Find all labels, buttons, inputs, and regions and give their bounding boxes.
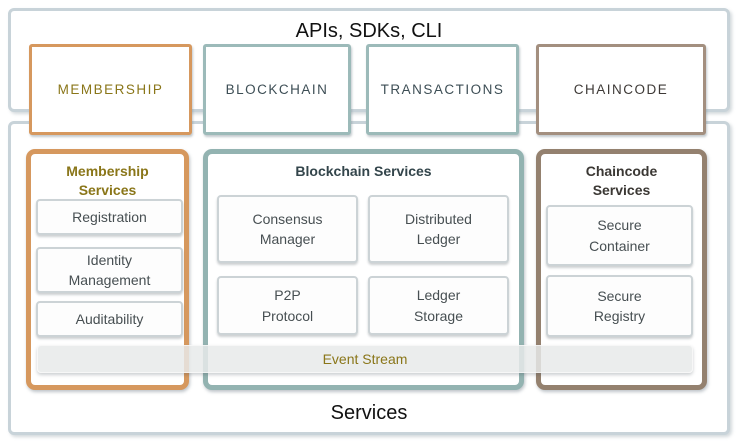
group-membership-services-title: Membership Services	[66, 163, 149, 198]
cell-identity-management: Identity Management	[36, 247, 183, 293]
event-stream-label: Event Stream	[322, 351, 408, 367]
cell-registration-label: Registration	[72, 208, 147, 225]
api-panel-title: APIs, SDKs, CLI	[295, 20, 443, 42]
event-stream-bar: Event Stream	[37, 345, 693, 373]
cell-distributed-ledger-label: Distributed Ledger	[405, 210, 472, 247]
api-box-blockchain-label: BLOCKCHAIN	[225, 82, 329, 97]
cell-consensus-manager: Consensus Manager	[217, 195, 358, 263]
cell-identity-management-label: Identity Management	[68, 251, 151, 288]
cell-p2p-protocol-label: P2P Protocol	[261, 287, 314, 324]
api-box-transactions-label: TRANSACTIONS	[380, 82, 505, 97]
group-blockchain-services-title: Blockchain Services	[295, 163, 432, 179]
cell-consensus-manager-label: Consensus Manager	[252, 210, 323, 247]
api-box-transactions: TRANSACTIONS	[366, 44, 519, 135]
cell-auditability: Auditability	[36, 301, 183, 337]
cell-p2p-protocol: P2P Protocol	[217, 276, 358, 335]
services-panel-title: Services	[330, 402, 408, 424]
cell-secure-container: Secure Container	[546, 205, 693, 266]
api-box-blockchain: BLOCKCHAIN	[203, 44, 351, 135]
cell-ledger-storage: Ledger Storage	[368, 276, 509, 335]
api-box-membership: MEMBERSHIP	[29, 44, 192, 135]
cell-registration: Registration	[36, 199, 183, 235]
cell-auditability-label: Auditability	[75, 310, 144, 327]
group-chaincode-services-title: Chaincode Services	[585, 163, 658, 198]
cell-secure-container-label: Secure Container	[589, 217, 650, 254]
cell-secure-registry: Secure Registry	[546, 275, 693, 337]
cell-secure-registry-label: Secure Registry	[593, 287, 646, 324]
api-box-chaincode: CHAINCODE	[536, 44, 706, 135]
cell-distributed-ledger: Distributed Ledger	[368, 195, 509, 263]
cell-ledger-storage-label: Ledger Storage	[413, 287, 464, 324]
api-box-membership-label: MEMBERSHIP	[57, 82, 164, 97]
api-box-chaincode-label: CHAINCODE	[573, 82, 669, 97]
